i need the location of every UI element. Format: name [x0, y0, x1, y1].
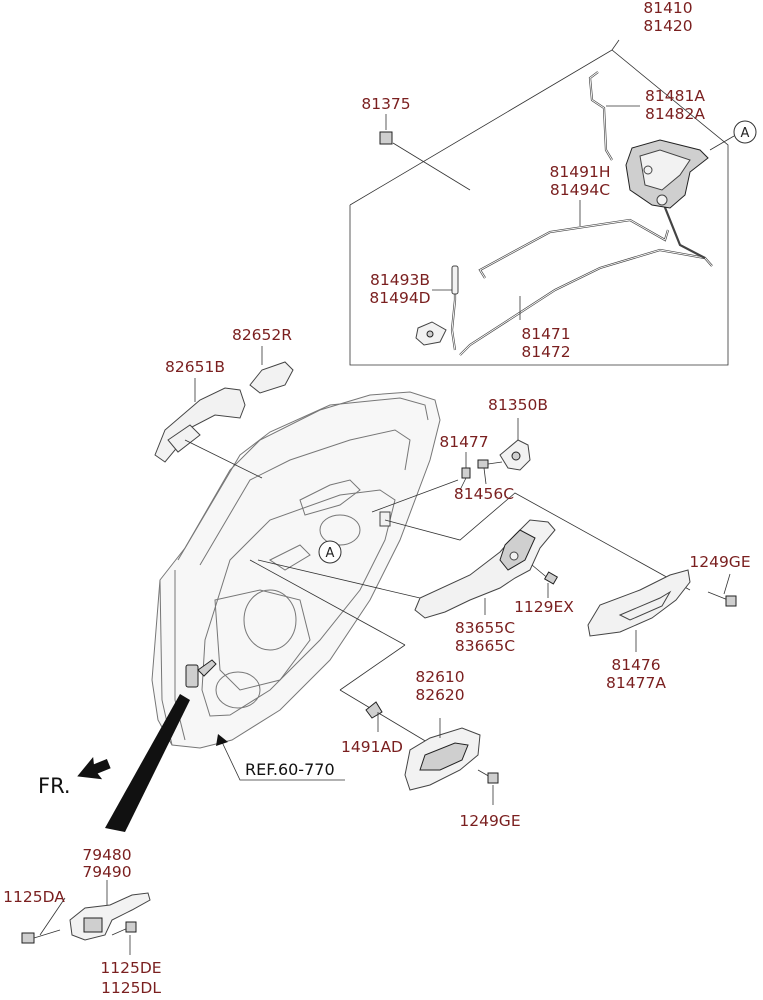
callout-a-door-text: A: [326, 546, 335, 561]
label-81471: 81471: [521, 325, 570, 343]
bolt-1125da: [21, 929, 61, 944]
door-lock-actuator: [625, 139, 709, 209]
label-83665c: 83665C: [455, 637, 515, 655]
label-83655c: 83655C: [455, 619, 515, 637]
screw-1129ex: [531, 564, 559, 598]
label-1125dl: 1125DL: [101, 979, 161, 997]
label-1491ad: 1491AD: [341, 738, 403, 756]
label-81456c: 81456C: [454, 485, 514, 503]
callout-a-detail-text: A: [741, 126, 750, 141]
label-81472: 81472: [521, 343, 570, 361]
inner-handle-82610: [404, 718, 481, 791]
callout-a-detail: A: [709, 120, 757, 151]
clip-1491ad: [365, 701, 383, 732]
label-1249ge-b: 1249GE: [459, 812, 520, 830]
label-1125de: 1125DE: [100, 959, 161, 977]
ref-pointer: [216, 734, 345, 781]
screw-81456c: [477, 459, 503, 485]
label-82620: 82620: [415, 686, 464, 704]
label-1249ge-a: 1249GE: [689, 553, 750, 571]
label-79480: 79480: [82, 846, 131, 864]
label-81410: 81410: [643, 0, 692, 17]
label-81494c: 81494C: [550, 181, 610, 199]
lock-detail-box: [349, 39, 729, 366]
lock-rods: [450, 71, 713, 356]
label-81482a: 81482A: [645, 105, 705, 123]
label-81477a: 81477A: [606, 674, 666, 692]
label-1129ex: 1129EX: [514, 598, 574, 616]
rear-door-panel: [151, 391, 441, 749]
door-leaders: [184, 439, 691, 743]
label-81375: 81375: [361, 95, 410, 113]
label-81493b: 81493B: [370, 271, 430, 289]
wiring-harness-strip: [105, 694, 190, 832]
label-79490: 79490: [82, 863, 131, 881]
label-81494d: 81494D: [369, 289, 430, 307]
clip-81375: [379, 131, 471, 191]
outside-handle-cover: [249, 361, 294, 394]
label-81476: 81476: [611, 656, 660, 674]
label-82610: 82610: [415, 668, 464, 686]
callout-a-door: A: [318, 540, 342, 564]
outside-handle: [154, 387, 246, 463]
label-82652r: 82652R: [232, 326, 292, 344]
screw-1249ge-b: [477, 769, 499, 805]
striker-81350b: [499, 418, 531, 471]
label-82651b: 82651B: [165, 358, 225, 376]
bolt-1125de: [111, 921, 137, 955]
fr-label: FR.: [38, 774, 71, 798]
label-81491h: 81491H: [550, 163, 611, 181]
label-81350b: 81350B: [488, 396, 548, 414]
label-81477: 81477: [439, 433, 488, 451]
label-81420: 81420: [643, 17, 692, 35]
ref-label: REF.60-770: [245, 760, 335, 779]
door-checker: [39, 880, 151, 941]
screw-1249ge-a: [707, 573, 737, 607]
inner-handle-bracket: [414, 519, 556, 619]
label-81481a: 81481A: [645, 87, 705, 105]
forward-arrow: [77, 757, 111, 780]
lock-knob-rod: [415, 265, 459, 346]
inside-handle-81476: [587, 569, 691, 637]
label-1125da: 1125DA: [3, 888, 65, 906]
